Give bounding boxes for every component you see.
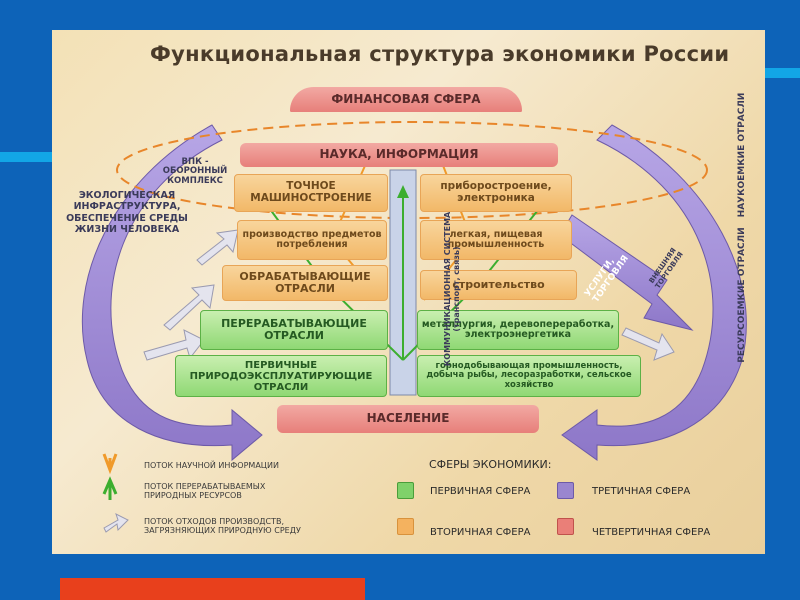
mining-block: горнодобывающая промышленность, добыча р…: [417, 355, 641, 397]
services-band: [559, 214, 694, 331]
construction-block: строительство: [420, 270, 577, 300]
instruments-block: приборостроение, электроника: [420, 174, 572, 212]
metallurgy-block: металлургия, деревопереработка, электроэ…: [417, 310, 619, 350]
tertiary-arc-right: [561, 124, 747, 461]
waste-arrow-2: [143, 329, 205, 361]
legend-secondary-label: ВТОРИЧНАЯ СФЕРА: [430, 527, 531, 538]
light-industry-block: легкая, пищевая промышленность: [420, 220, 572, 260]
legend-waste-text: ПОТОК ОТХОДОВ ПРОИЗВОДСТВ, ЗАГРЯЗНЯЮЩИХ …: [144, 517, 301, 536]
consumer-goods-block: производство предметов потребления: [237, 220, 387, 260]
footer-bar: [60, 578, 365, 600]
legend-quaternary-swatch: [557, 518, 574, 535]
legend-waste-arrow: [103, 513, 129, 533]
ecology-label: ЭКОЛОГИЧЕСКАЯ ИНФРАСТРУКТУРА, ОБЕСПЕЧЕНИ…: [66, 190, 188, 236]
waste-arrow-3: [196, 229, 239, 266]
legend-resource-arrow: [102, 476, 118, 500]
legend-science-text: ПОТОК НАУЧНОЙ ИНФОРМАЦИИ: [144, 461, 279, 470]
science-intensive-label: НАУКОЕМКИЕ ОТРАСЛИ: [737, 92, 747, 218]
accent-stripe-left: [0, 152, 52, 162]
manufacturing-block: ОБРАБАТЫВАЮЩИЕ ОТРАСЛИ: [222, 265, 388, 301]
legend-tertiary-swatch: [557, 482, 574, 499]
legend-primary-swatch: [397, 482, 414, 499]
resource-intensive-label: РЕСУРСОЕМКИЕ ОТРАСЛИ: [737, 227, 747, 363]
diagram-title: Функциональная структура экономики Росси…: [150, 42, 730, 66]
primary-industries-block: ПЕРВИЧНЫЕ ПРИРОДОЭКСПЛУАТИРУЮЩИЕ ОТРАСЛИ: [175, 355, 387, 397]
resource-flow-tip: [397, 185, 409, 198]
precision-engineering-block: ТОЧНОЕ МАШИНОСТРОЕНИЕ: [234, 174, 388, 212]
legend-quaternary-label: ЧЕТВЕРТИЧНАЯ СФЕРА: [592, 527, 711, 538]
legend-spheres-title: СФЕРЫ ЭКОНОМИКИ:: [429, 458, 552, 471]
accent-stripe-right: [765, 68, 800, 78]
tertiary-arc-left: [81, 124, 263, 462]
legend-tertiary-label: ТРЕТИЧНАЯ СФЕРА: [592, 486, 691, 497]
communication-system-label: КОММУНИКАЦИОННАЯ СИСТЕМА (транспорт, свя…: [443, 211, 461, 367]
waste-arrow-4: [621, 327, 675, 361]
processing-block: ПЕРЕРАБАТЫВАЮЩИЕ ОТРАСЛИ: [200, 310, 388, 350]
finance-block: ФИНАНСОВАЯ СФЕРА: [290, 87, 522, 112]
legend-primary-label: ПЕРВИЧНАЯ СФЕРА: [430, 486, 531, 497]
population-block: НАСЕЛЕНИЕ: [277, 405, 539, 433]
waste-arrow-1: [163, 284, 215, 331]
legend-secondary-swatch: [397, 518, 414, 535]
science-block: НАУКА, ИНФОРМАЦИЯ: [240, 143, 558, 167]
legend-resource-text: ПОТОК ПЕРЕРАБАТЫВАЕМЫХ ПРИРОДНЫХ РЕСУРСО…: [144, 482, 266, 501]
vpk-label: ВПК - ОБОРОННЫЙ КОМПЛЕКС: [162, 157, 228, 186]
legend-science-arrow: [102, 453, 118, 475]
diagram-panel: Функциональная структура экономики Росси…: [52, 30, 765, 554]
